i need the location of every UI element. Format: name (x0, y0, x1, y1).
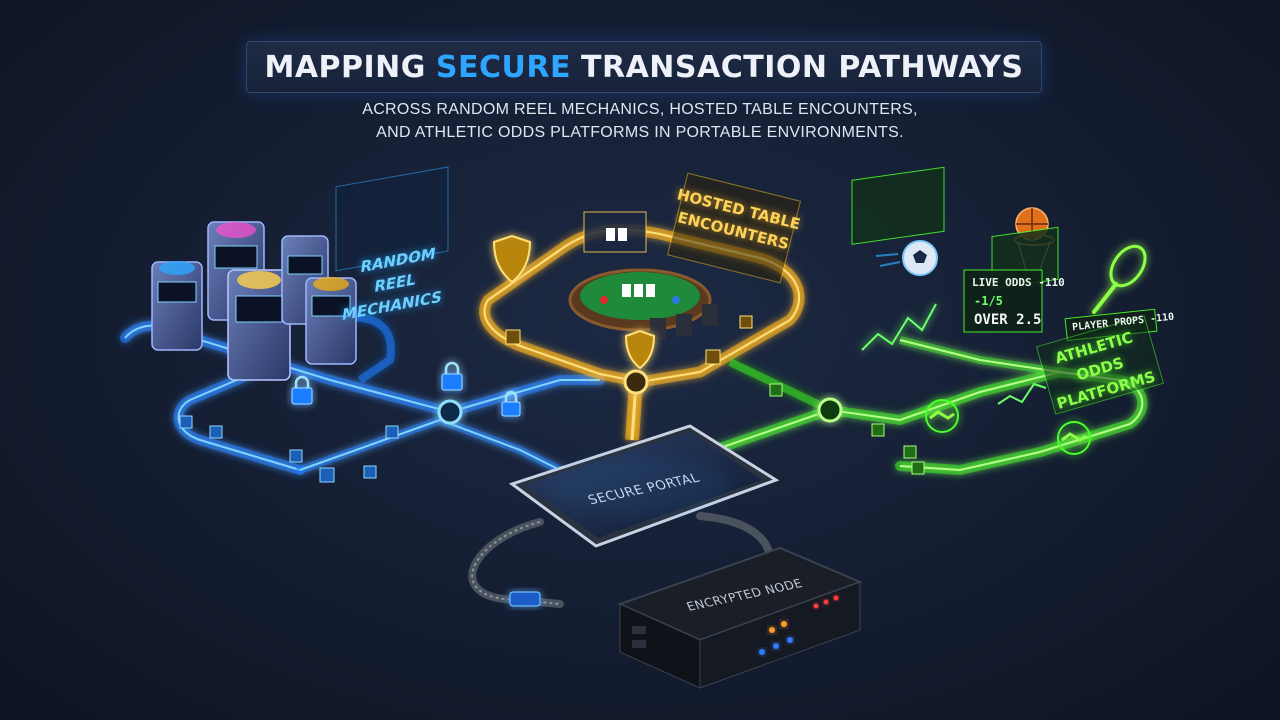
title-banner: MAPPING SECURE TRANSACTION PATHWAYS (246, 41, 1042, 93)
data-cubes-green (769, 383, 925, 475)
soccer-ball-icon (875, 240, 938, 276)
subtitle-line2: AND ATHLETIC ODDS PLATFORMS IN PORTABLE … (376, 124, 904, 141)
tennis-racket-icon (1092, 244, 1147, 314)
reel-label-panel (335, 166, 449, 272)
slot-machine-icon (151, 261, 203, 351)
odds-panel (963, 269, 1043, 333)
subtitle-line1: ACROSS RANDOM REEL MECHANICS, HOSTED TAB… (362, 101, 918, 118)
handshake-icon (925, 399, 959, 433)
odds-junction-node (817, 397, 843, 423)
table-junction-node (623, 369, 649, 395)
reel-junction-node (437, 399, 463, 425)
data-cubes-blue (179, 415, 399, 483)
odds-line-2: -1/5 (974, 294, 1003, 308)
table-label-panel (666, 172, 802, 284)
subtitle: ACROSS RANDOM REEL MECHANICS, HOSTED TAB… (300, 98, 980, 144)
title-part2: TRANSACTION PATHWAYS (581, 49, 1024, 85)
encrypted-node-server (617, 546, 863, 689)
handshake-icon (1057, 421, 1091, 455)
lock-icon (291, 375, 313, 405)
shield-icon (492, 234, 532, 284)
shield-icon (624, 329, 656, 370)
card-display-panel (583, 211, 647, 253)
title-part1: MAPPING (264, 49, 426, 85)
lock-icon (441, 361, 463, 391)
odds-line-1: LIVE ODDS -110 (972, 276, 1065, 289)
odds-label-panel (1035, 315, 1165, 415)
slot-machine-icon (305, 277, 357, 365)
title-accent: SECURE (435, 49, 571, 85)
slot-machines (151, 221, 357, 381)
lock-icon (501, 390, 521, 417)
secure-portal-tablet (508, 424, 780, 548)
poker-table-icon (568, 268, 718, 340)
line-chart-icon (851, 166, 945, 351)
slot-machine-icon (227, 269, 291, 381)
data-cubes-gold (505, 315, 753, 365)
odds-line-3: OVER 2.5 (974, 312, 1042, 328)
